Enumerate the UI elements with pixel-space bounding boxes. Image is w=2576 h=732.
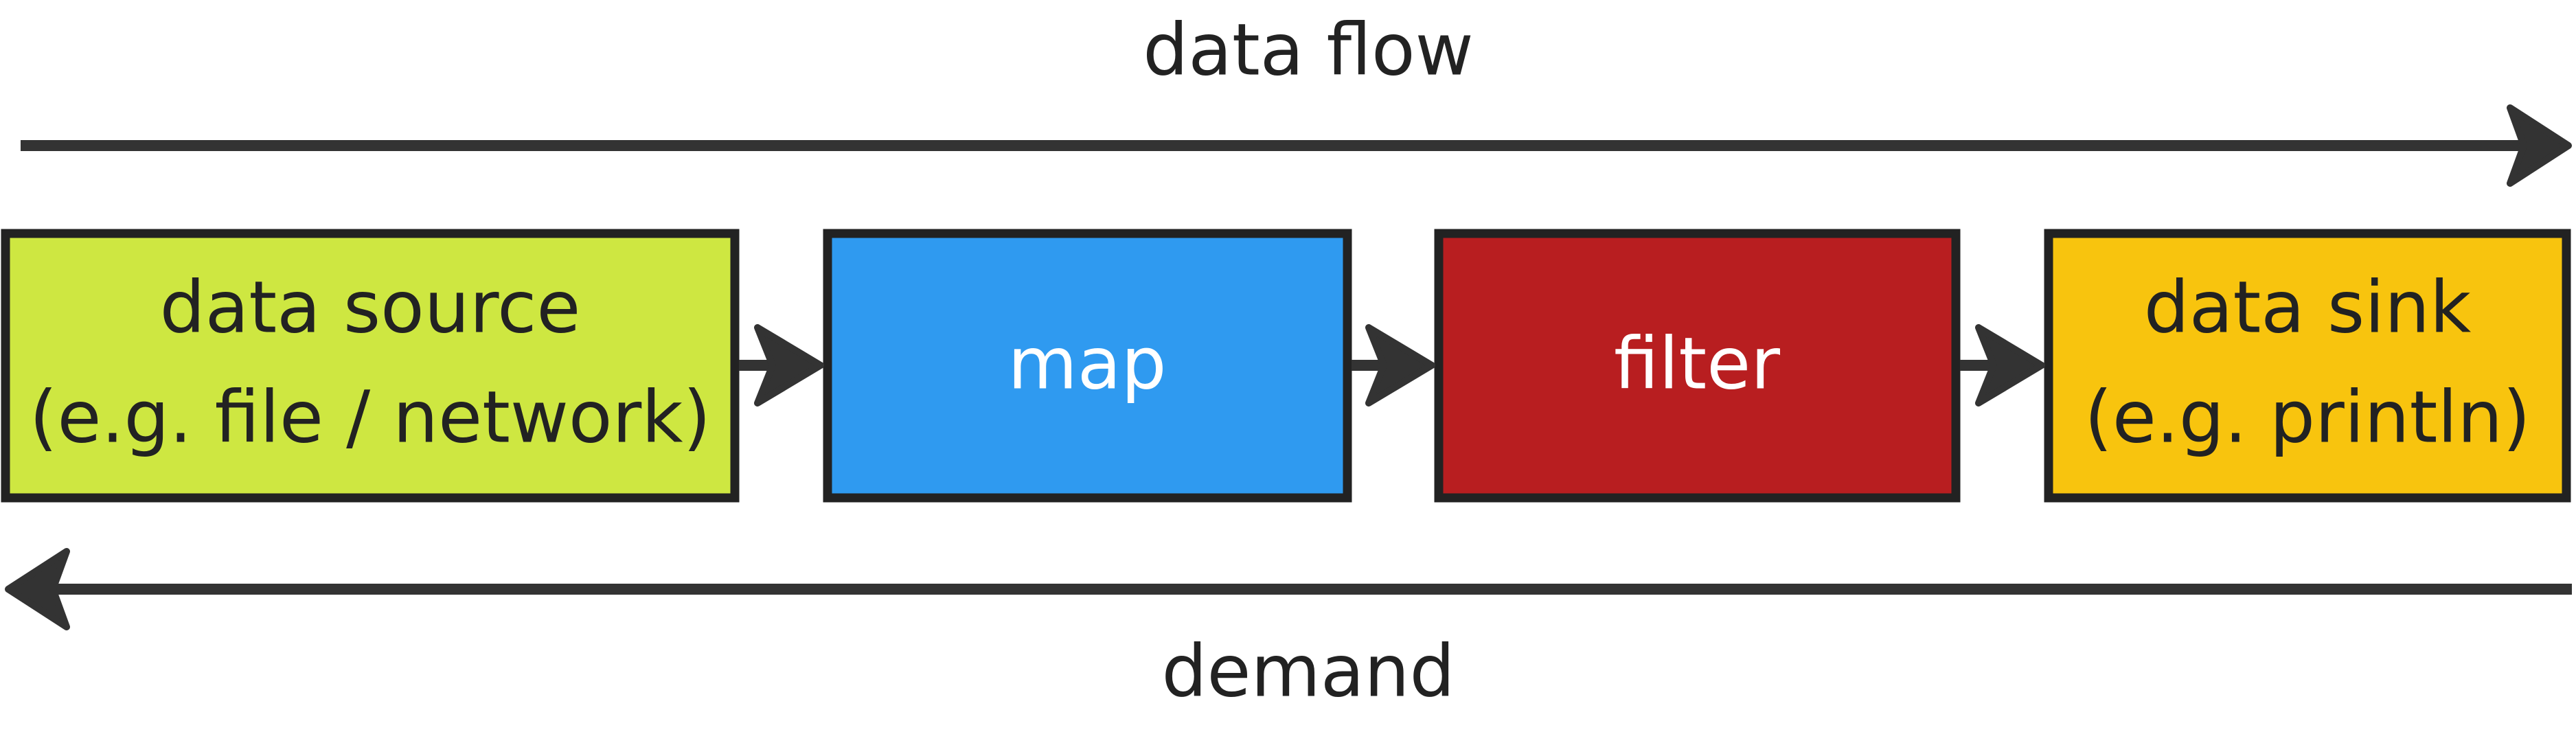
node-data-source-title: data source (160, 265, 581, 349)
node-data-sink: data sink (e.g. println) (2044, 229, 2571, 503)
node-data-sink-subtitle: (e.g. println) (2084, 375, 2531, 459)
data-flow-label: data flow (1143, 8, 1474, 91)
demand-label: demand (1162, 629, 1455, 713)
node-map-title: map (1007, 321, 1166, 405)
demand-arrow-head (5, 548, 70, 630)
node-data-sink-title: data sink (2144, 265, 2472, 349)
node-map: map (823, 229, 1352, 503)
node-data-source-subtitle: (e.g. file / network) (30, 375, 711, 459)
node-filter: filter (1434, 229, 1961, 503)
connector-source-to-map (739, 324, 824, 407)
data-flow-arrow-head (2507, 104, 2572, 187)
connector-map-to-filter (1352, 324, 1435, 407)
demand-arrow (5, 548, 2572, 630)
node-filter-title: filter (1614, 321, 1780, 405)
data-flow-arrow (21, 104, 2572, 187)
node-data-source: data source (e.g. file / network) (1, 229, 740, 503)
connector-filter-to-sink (1960, 324, 2045, 407)
